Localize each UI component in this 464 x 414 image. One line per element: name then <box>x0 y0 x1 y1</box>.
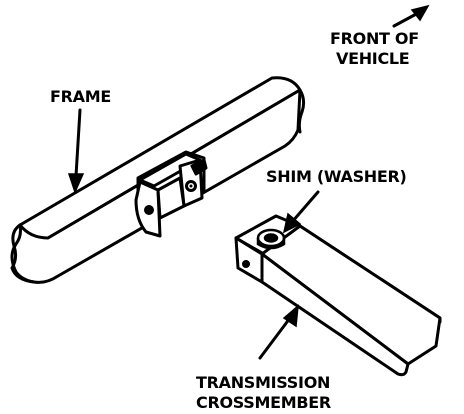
crossmember-leader-arrow <box>258 304 299 360</box>
front-direction-arrow <box>392 4 430 28</box>
bracket-tab <box>190 158 208 176</box>
frame-right-end <box>297 88 306 134</box>
leader-arrows <box>67 4 430 360</box>
frame-label: FRAME <box>50 87 111 106</box>
crossmember-front-face <box>260 252 410 377</box>
shim-leader-arrow <box>282 190 320 234</box>
washer-inner <box>263 233 279 243</box>
crossmember-label-line2: CROSSMEMBER <box>196 393 331 412</box>
frame-broken-end <box>10 223 36 284</box>
bracket-channel <box>156 176 186 220</box>
bracket-hole-left <box>144 205 154 215</box>
crossmember-bracket <box>134 150 208 238</box>
shim-washer <box>256 228 286 250</box>
frame-leader-arrow <box>67 108 85 195</box>
front-of-vehicle-label-line1: FRONT OF <box>330 29 419 48</box>
transmission-crossmember <box>234 214 442 377</box>
crossmember-label-line1: TRANSMISSION <box>196 373 330 392</box>
crossmember-end-hole <box>242 260 250 268</box>
shim-label: SHIM (WASHER) <box>266 167 407 186</box>
front-of-vehicle-label-line2: VEHICLE <box>336 49 409 68</box>
